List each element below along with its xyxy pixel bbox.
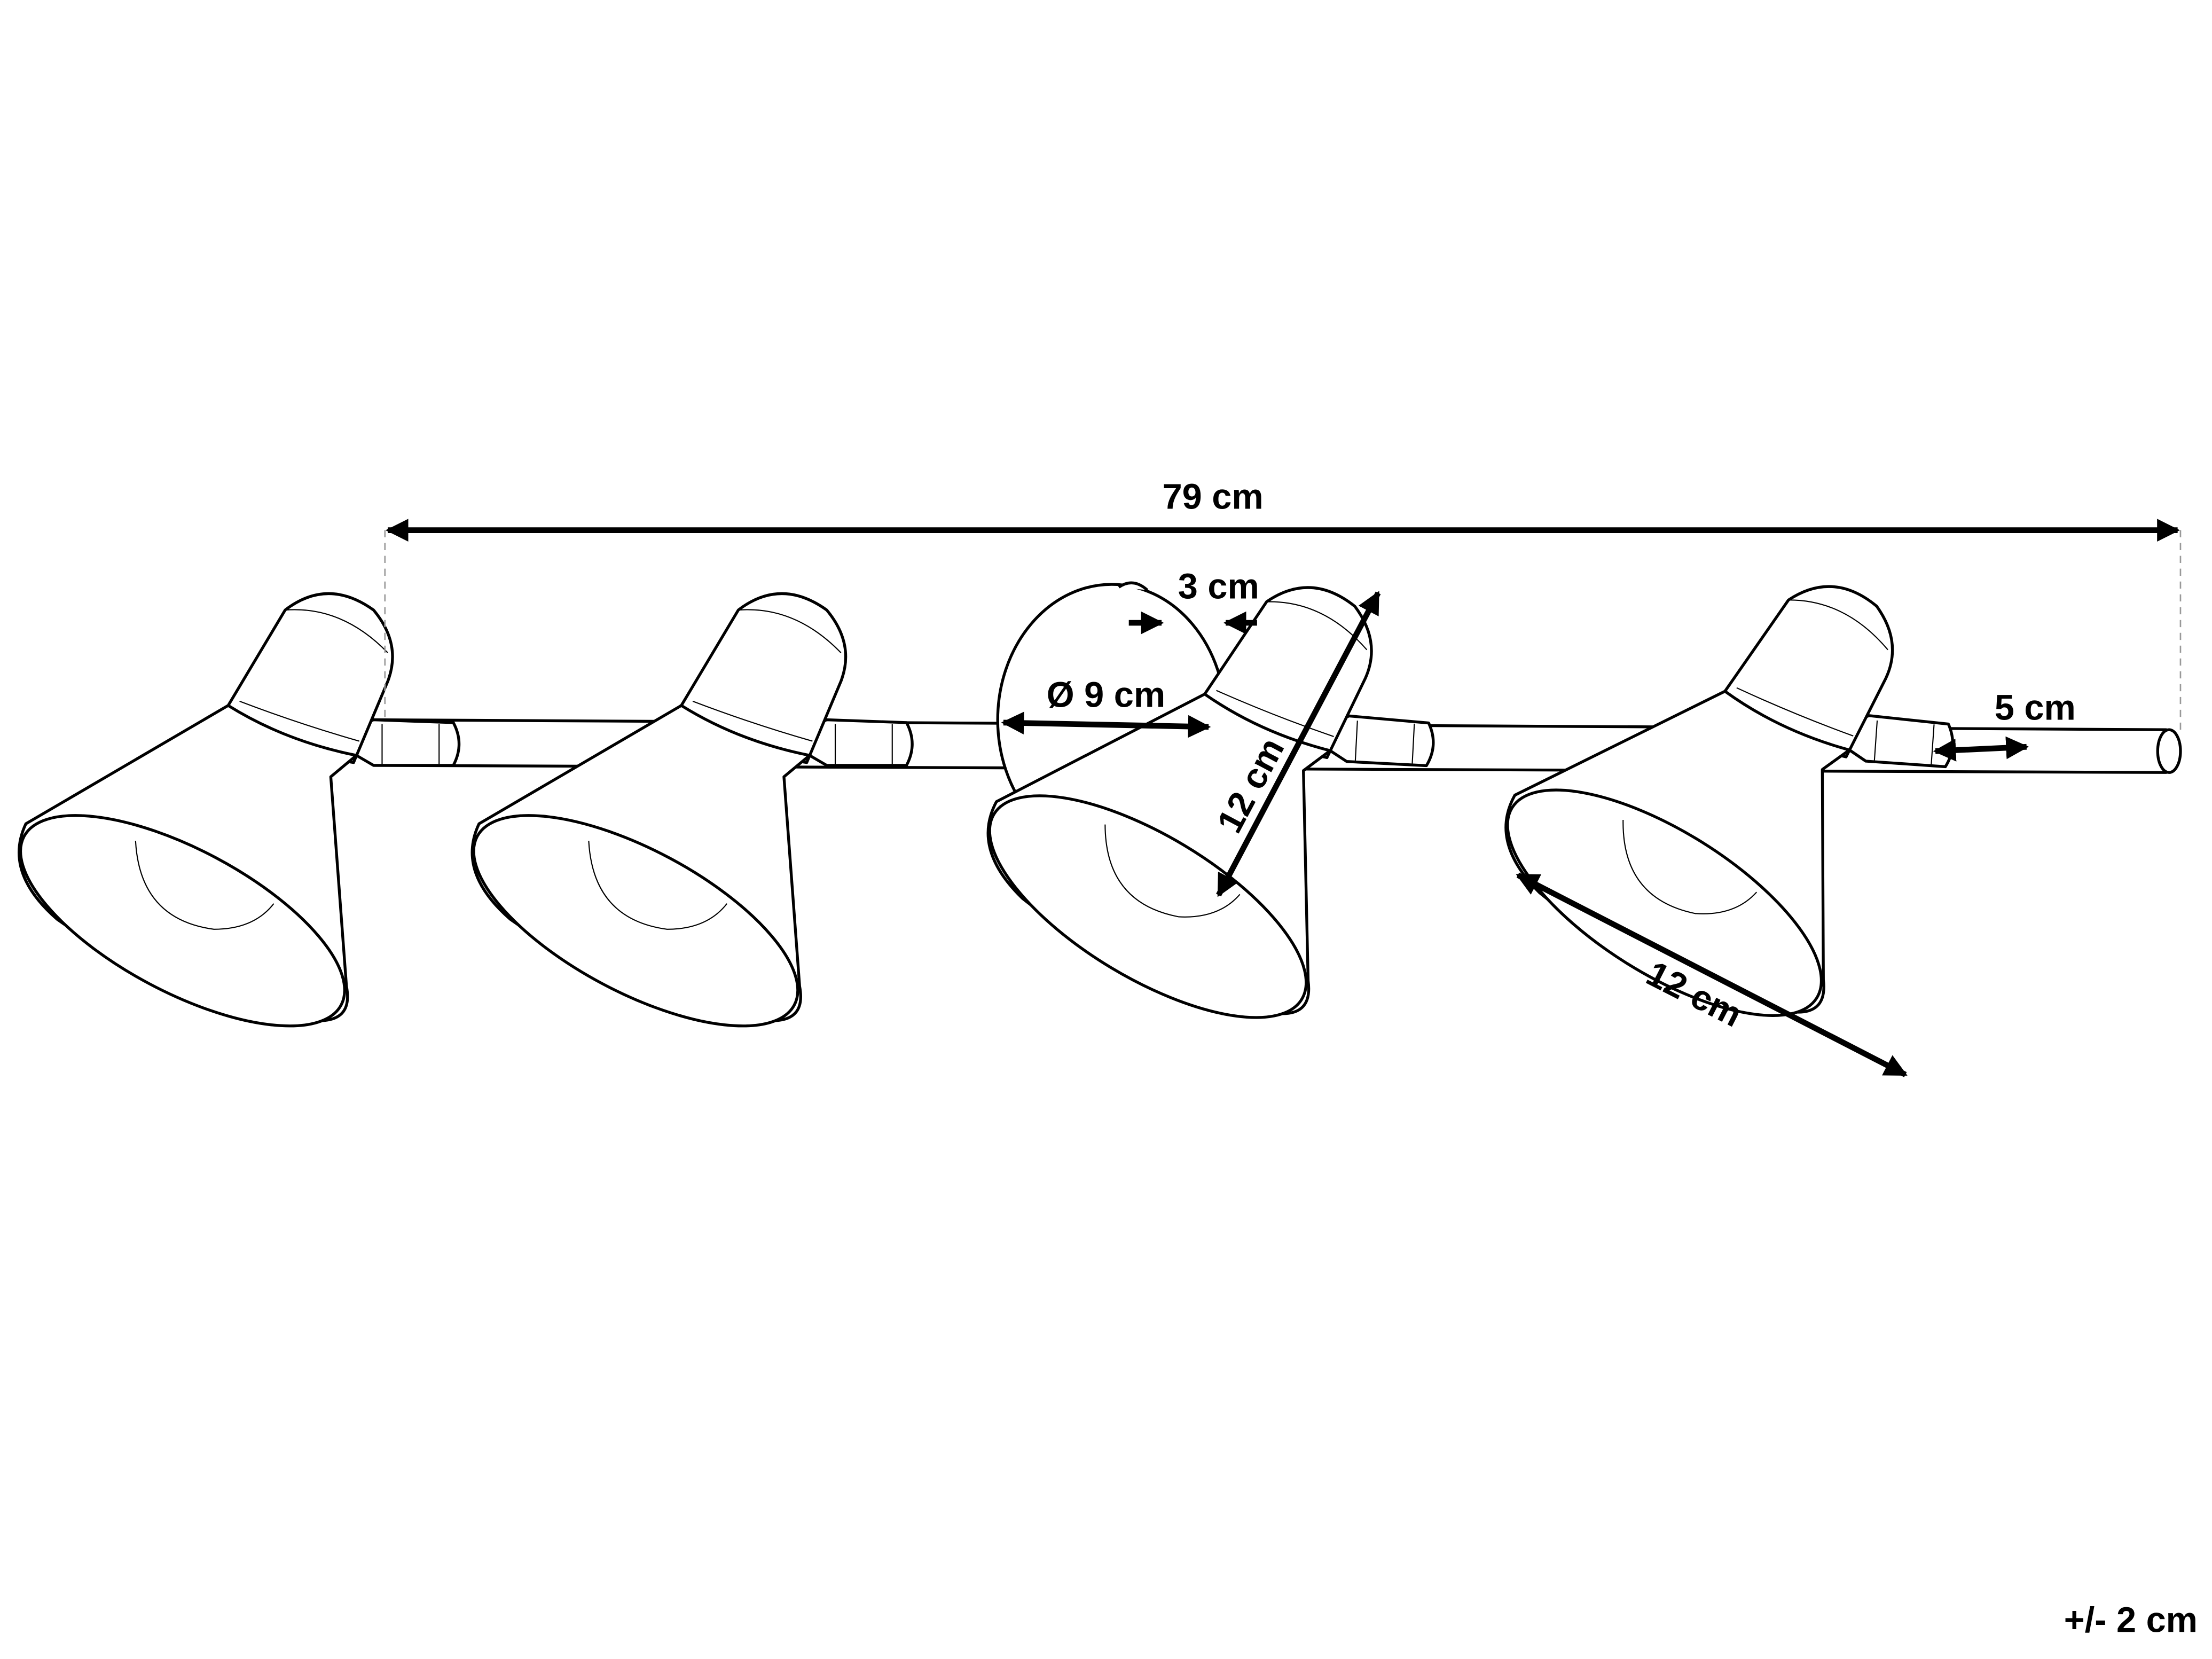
base-depth-label: 3 cm xyxy=(1178,567,1259,607)
tolerance-label: +/- 2 cm xyxy=(2064,1600,2198,1640)
base-diameter-label: Ø 9 cm xyxy=(1047,676,1165,715)
arm-length-dimension-line xyxy=(1933,736,2029,762)
shade-diameter-dimension-line xyxy=(1516,872,1908,1077)
shade-height-dimension-line xyxy=(1216,591,1381,897)
lamp-1 xyxy=(0,593,459,1068)
lamp-2 xyxy=(444,593,912,1068)
total-length-label: 79 cm xyxy=(1163,478,1264,517)
base-diameter-dimension-line xyxy=(1001,711,1211,738)
arm-length-label: 5 cm xyxy=(1995,688,2076,728)
